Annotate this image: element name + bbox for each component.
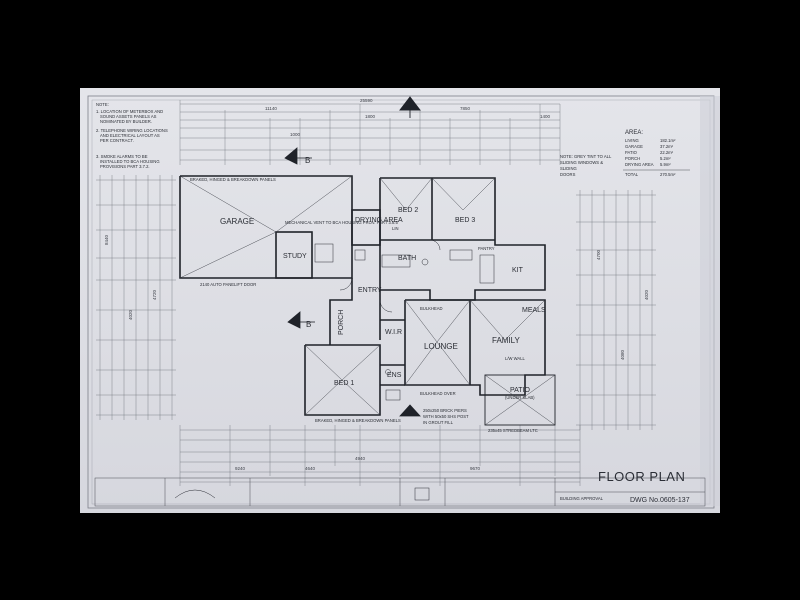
- bulkhead-over-note: BULKHEAD OVER: [420, 391, 456, 396]
- section-marker-mid-icon: [287, 311, 315, 329]
- area-total-value: 270.5m²: [660, 172, 676, 177]
- area-row-label: PORCH: [625, 156, 640, 161]
- linen-note: LIN: [392, 226, 399, 231]
- room-bed1: BED 1: [334, 380, 354, 387]
- note-3a: 3. SMOKE ALARMS TO BE: [96, 154, 148, 159]
- dim-left-c: 4720: [152, 289, 157, 300]
- area-total-label: TOTAL: [625, 172, 639, 177]
- ceiling-lines: [179, 175, 556, 426]
- room-bed3: BED 3: [455, 217, 475, 224]
- drawing-number-label: DWG No.: [630, 497, 660, 504]
- window-note-3: SLIDING: [560, 166, 577, 171]
- room-porch: PORCH: [338, 310, 345, 335]
- dim-bottom-d: 9670: [470, 466, 481, 471]
- note-1b: SOUND ASSETS PANELS AS: [100, 114, 157, 119]
- note-3b: INSTALLED TO BCA HOUSING: [100, 159, 160, 164]
- note-1c: NOMINATED BY BUILDER.: [100, 119, 152, 124]
- section-marker-top-icon: [284, 147, 312, 165]
- note-2a: 2. TELEPHONE WIRING LOCATIONS: [96, 128, 168, 133]
- area-row-label: LIVING: [625, 138, 639, 143]
- walls: [179, 175, 556, 426]
- room-wir: W.I.R: [385, 329, 402, 336]
- note-1a: 1. LOCATION OF METERBOX AND: [96, 109, 163, 114]
- room-bath: BATH: [398, 255, 416, 262]
- area-row-label: PATIO: [625, 150, 638, 155]
- dim-right-c: 4020: [644, 289, 649, 300]
- fixtures: [314, 239, 495, 401]
- bulkhead-label: BULKHEAD: [420, 306, 443, 311]
- dim-left-a: 8440: [104, 234, 109, 245]
- dim-left-b: 4020: [128, 309, 133, 320]
- room-garage: GARAGE: [220, 217, 254, 226]
- area-row-value: 37.2m²: [660, 144, 674, 149]
- sheet-inner-border: [91, 99, 711, 505]
- mech-vent-note: MECHANICAL VENT TO BCA HOUSING PROV. PAR…: [285, 220, 398, 225]
- dim-bottom-a: 9240: [235, 466, 246, 471]
- area-row-value: 22.2m²: [660, 150, 674, 155]
- area-row-label: GARAGE: [625, 144, 643, 149]
- room-study: STUDY: [283, 253, 307, 260]
- bed1-bottom-note: BRAKED, HINGED & BREAKDOWN PANELS: [315, 418, 401, 423]
- window-note: NOTE: GREY TINT TO ALL SLIDING WINDOWS &…: [560, 154, 612, 177]
- section-marker-bottom-icon: [399, 404, 421, 417]
- brick-piers-note-3: IN GROUT FILL: [423, 420, 454, 425]
- dim-top-b: 1800: [365, 114, 376, 119]
- room-family: FAMILY: [492, 336, 521, 345]
- lw-wall-note: L/W WALL: [505, 356, 526, 361]
- dim-top-a: 11140: [265, 106, 277, 111]
- dim-top-c: 7850: [460, 106, 471, 111]
- section-marker-mid-label: B: [306, 320, 311, 329]
- dim-right-a: 4700: [596, 249, 601, 260]
- room-entry: ENTRY: [358, 287, 382, 294]
- area-table: AREA: LIVING 182.1m² GARAGE 37.2m² PATIO…: [623, 130, 690, 177]
- notes-heading: NOTE:: [96, 102, 109, 107]
- dim-top-d: 1400: [540, 114, 551, 119]
- dim-right-b: 4080: [620, 349, 625, 360]
- dim-overall: 25590: [360, 98, 373, 103]
- area-row-value: 5.9m²: [660, 162, 671, 167]
- window-note-2: SLIDING WINDOWS &: [560, 160, 603, 165]
- drawing-number: 0605-137: [660, 497, 690, 504]
- room-patio: PATIO: [510, 387, 531, 394]
- north-arrow-icon: [399, 96, 421, 118]
- room-meals: MEALS: [522, 307, 546, 314]
- area-row-label: DRYING AREA: [625, 162, 654, 167]
- room-bed2: BED 2: [398, 207, 418, 214]
- dim-bottom-c: 4940: [355, 456, 366, 461]
- section-marker-top-label: B: [305, 156, 310, 165]
- brick-piers-note-1: 250x250 BRICK PIERS: [423, 408, 467, 413]
- sheet-border: [87, 95, 715, 509]
- room-lounge: LOUNGE: [424, 342, 458, 351]
- notes-block: NOTE: 1. LOCATION OF METERBOX AND SOUND …: [96, 102, 168, 169]
- window-note-4: DOORS: [560, 172, 576, 177]
- sheet-edge-shade: [700, 96, 720, 506]
- room-drying-area: DRYING AREA: [355, 217, 403, 224]
- note-3c: PROVISIONS PART 3.7.2.: [100, 164, 150, 169]
- brick-piers-note-2: WITH 50x50 SHS POST: [423, 414, 469, 419]
- note-2b: AND ELECTRICAL LAYOUT AS: [100, 133, 160, 138]
- garage-door-note: 2140 AUTO PANELIFT DOOR: [200, 282, 256, 287]
- dim-top-e: 1000: [290, 132, 301, 137]
- title-block: [94, 477, 706, 507]
- note-2c: PER CONTRACT.: [100, 138, 134, 143]
- dim-bottom-b: 4640: [305, 466, 316, 471]
- pantry-note: PANTRY: [478, 246, 495, 251]
- area-row-value: 5.2m²: [660, 156, 671, 161]
- patio-subnote: (UNDER SLAB): [505, 395, 535, 400]
- window-note-1: NOTE: GREY TINT TO ALL: [560, 154, 612, 159]
- lintel-note: 235x45 STREDBEAM LTC: [488, 428, 538, 433]
- drawing-status: BUILDING APPROVAL: [560, 496, 604, 501]
- area-row-value: 182.1m²: [660, 138, 676, 143]
- dimension-lines: [96, 100, 656, 486]
- area-heading: AREA:: [625, 130, 643, 136]
- drawing-title: FLOOR PLAN: [598, 469, 685, 484]
- garage-top-note: BRAKED, HINGED & BREAKDOWN PANELS: [190, 177, 276, 182]
- room-kit: KIT: [512, 267, 524, 274]
- room-ens: ENS: [387, 372, 402, 379]
